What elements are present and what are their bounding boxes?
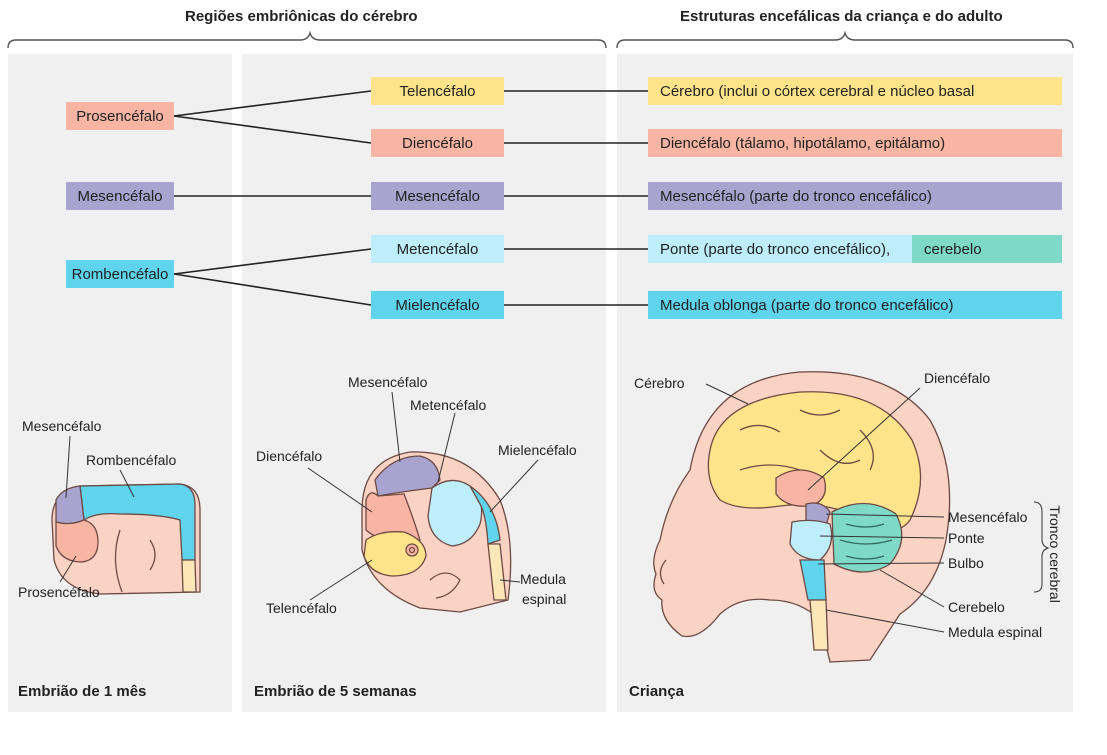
box-diencefalo: Diencéfalo <box>371 129 504 157</box>
box-mesencefalo-secondary: Mesencéfalo <box>371 182 504 210</box>
box-ponte-adult: Ponte (parte do tronco encefálico), <box>648 235 912 263</box>
label-e1-rombencefalo: Rombencéfalo <box>86 452 177 468</box>
label-e5-mielencefalo: Mielencéfalo <box>498 442 577 458</box>
box-metencefalo: Metencéfalo <box>371 235 504 263</box>
brace-left <box>7 30 607 49</box>
header-embryonic-regions: Regiões embriônicas do cérebro <box>185 8 418 25</box>
child-illustration <box>653 371 951 663</box>
brace-right <box>616 30 1074 49</box>
header-adult-structures: Estruturas encefálicas da criança e do a… <box>680 8 1003 25</box>
box-diencefalo-adult: Diencéfalo (tálamo, hipotálamo, epitálam… <box>648 129 1062 157</box>
label-tronco-cerebral: Tronco cerebral <box>1047 505 1064 603</box>
box-cerebro: Cérebro (inclui o córtex cerebral e núcl… <box>648 77 1062 105</box>
box-mesencefalo-primary: Mesencéfalo <box>66 182 174 210</box>
box-telencefalo: Telencéfalo <box>371 77 504 105</box>
box-prosencefalo: Prosencéfalo <box>66 102 174 130</box>
label-child-medula-espinal: Medula espinal <box>948 624 1043 640</box>
box-mesencefalo-adult: Mesencéfalo (parte do tronco encefálico) <box>648 182 1062 210</box>
box-mielencefalo: Mielencéfalo <box>371 291 504 319</box>
label-e5-medula-line1: Medula <box>520 571 566 587</box>
label-e5-metencefalo: Metencéfalo <box>410 397 487 413</box>
line-pros-die <box>173 115 372 144</box>
label-child-diencefalo: Diencéfalo <box>924 370 991 386</box>
label-child-cerebro: Cérebro <box>634 375 685 391</box>
box-cerebelo-adult: cerebelo <box>912 235 1062 263</box>
line-pros-tel <box>173 90 372 117</box>
box-medula-oblonga: Medula oblonga (parte do tronco encefáli… <box>648 291 1062 319</box>
label-e5-medula-line2: espinal <box>522 591 567 607</box>
embryo-1-month-illustration <box>51 483 201 595</box>
child-leaders <box>705 383 1050 633</box>
label-child-cerebelo: Cerebelo <box>948 599 1005 615</box>
line-romb-miel <box>173 273 372 306</box>
label-e5-mesencefalo: Mesencéfalo <box>348 374 428 390</box>
embryo-1-leaders <box>59 435 135 583</box>
line-romb-met <box>173 248 372 275</box>
label-child-ponte: Ponte <box>948 530 985 546</box>
label-e1-mesencefalo: Mesencéfalo <box>22 418 102 434</box>
box-rombencefalo: Rombencéfalo <box>66 260 174 288</box>
label-e1-prosencefalo: Prosencéfalo <box>18 584 100 600</box>
label-e5-telencefalo: Telencéfalo <box>266 600 337 616</box>
caption-embryo-5-weeks: Embrião de 5 semanas <box>254 683 417 700</box>
label-e5-diencefalo: Diencéfalo <box>256 448 323 464</box>
caption-child: Criança <box>629 683 685 700</box>
embryo-5-weeks-illustration <box>361 451 512 613</box>
embryo-5-leaders <box>307 391 539 601</box>
panel-embryo-1-month <box>8 54 232 712</box>
caption-embryo-1-month: Embrião de 1 mês <box>18 683 147 700</box>
label-child-mesencefalo: Mesencéfalo <box>948 509 1028 525</box>
label-child-bulbo: Bulbo <box>948 555 984 571</box>
